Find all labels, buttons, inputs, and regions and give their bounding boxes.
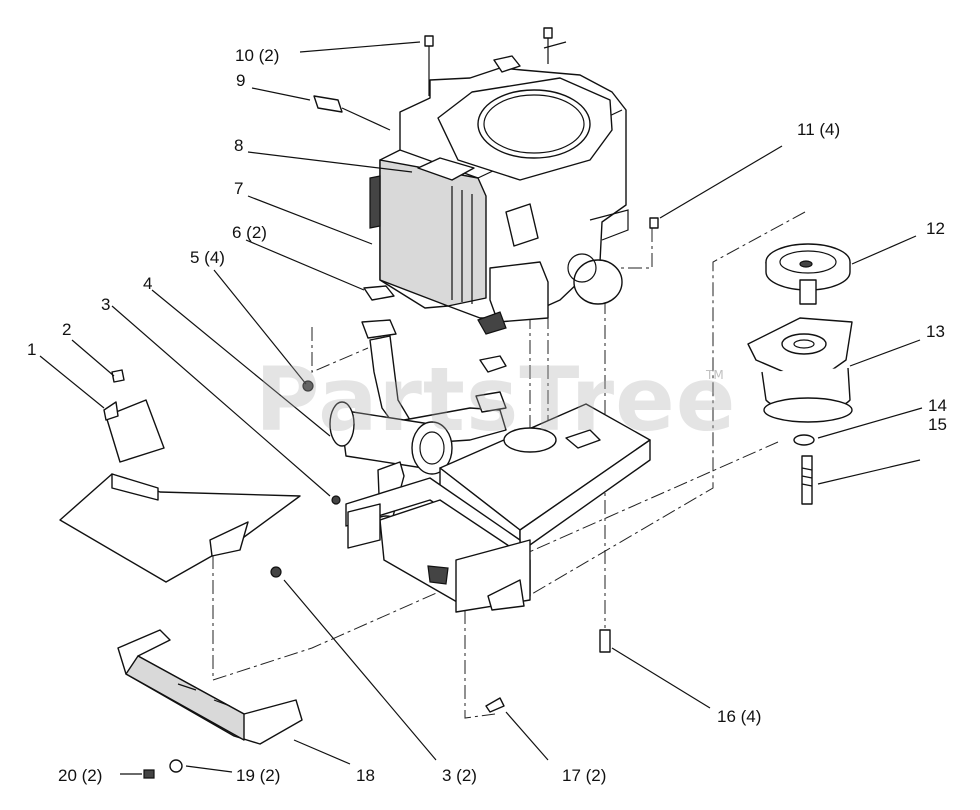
callout-12: 12 [926,219,945,238]
callout-15: 15 [928,415,947,434]
callout-2: 2 [62,320,72,339]
engine-deck [331,403,651,613]
callout-7: 7 [234,179,244,198]
watermark: PartsTree [255,348,737,451]
callout-3-pair: 3 (2) [442,766,477,785]
bumper [117,629,303,779]
engine [313,27,629,335]
bolts [485,629,611,713]
callout-11: 11 (4) [797,120,841,139]
callout-14: 14 [928,396,947,415]
callout-6: 6 (2) [232,223,267,242]
side-shield [59,369,301,583]
callout-18: 18 [356,766,375,785]
leader-lines [39,41,923,775]
callout-8: 8 [234,136,244,155]
callout-17: 17 (2) [562,766,607,785]
callout-19: 19 (2) [236,766,281,785]
callout-10: 10 (2) [235,46,280,65]
callout-9: 9 [236,71,246,90]
muffler-assembly [302,285,507,525]
callout-20: 20 (2) [58,766,103,785]
callout-13: 13 [926,322,945,341]
callout-4: 4 [143,274,153,293]
trademark-mark: TM [706,368,724,382]
callout-5: 5 (4) [190,248,225,267]
clutch-assembly [649,217,853,505]
callout-16: 16 (4) [717,707,762,726]
callout-3: 3 [101,295,111,314]
callout-1: 1 [27,340,37,359]
